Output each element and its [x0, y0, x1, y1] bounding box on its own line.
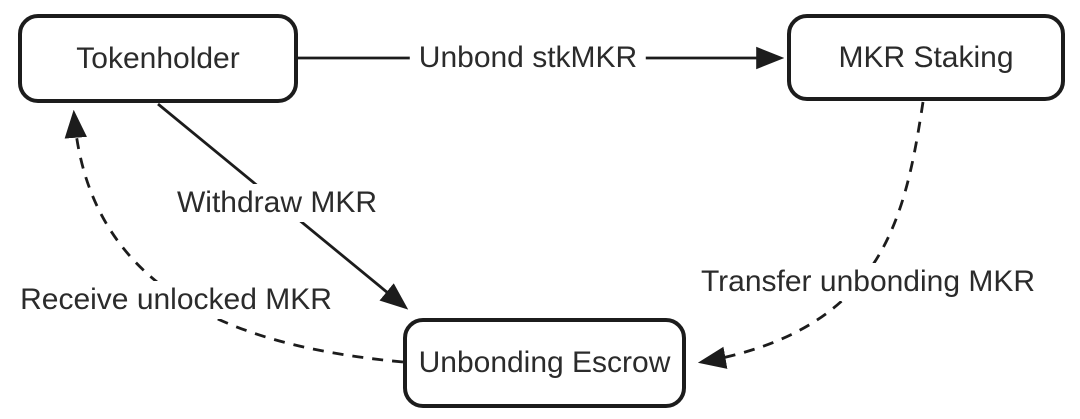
edge-label-withdraw-mkr: Withdraw MKR	[167, 184, 387, 222]
edge-label-receive-unlocked-mkr: Receive unlocked MKR	[11, 281, 341, 319]
edge-label-transfer-unbonding-mkr: Transfer unbonding MKR	[691, 263, 1045, 301]
node-tokenholder: Tokenholder	[18, 14, 298, 103]
node-unbonding-escrow: Unbonding Escrow	[403, 318, 686, 408]
node-mkr-staking: MKR Staking	[787, 14, 1065, 101]
edge-receive-unlocked-mkr-arrow	[64, 109, 404, 364]
edge-label-unbond-stkmkr: Unbond stkMKR	[409, 39, 647, 77]
edge-transfer-unbonding-mkr-arrow	[697, 101, 925, 369]
